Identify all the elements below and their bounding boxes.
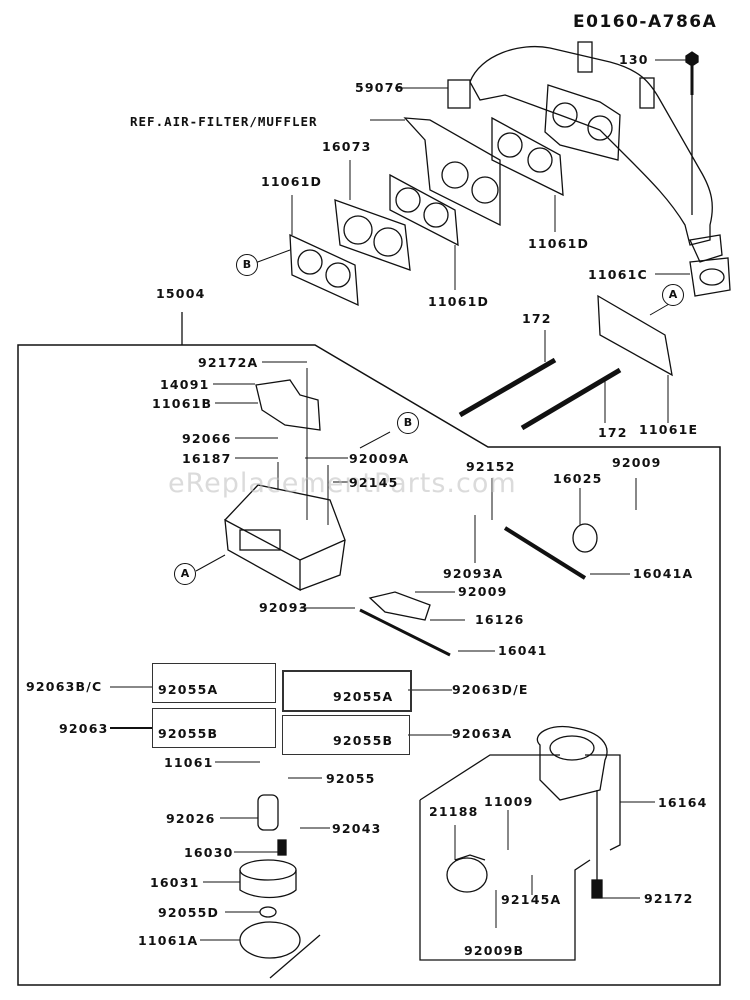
gasket-11061D-right bbox=[491, 116, 564, 197]
label-92009a: 92009A bbox=[349, 451, 410, 466]
label-16031: 16031 bbox=[150, 875, 200, 890]
label-11009: 11009 bbox=[484, 794, 534, 809]
label-16187: 16187 bbox=[182, 451, 232, 466]
label-11061d-mid: 11061D bbox=[428, 294, 490, 309]
label-172-bottom: 172 bbox=[598, 425, 628, 440]
diagram-code: E0160-A786A bbox=[573, 12, 718, 32]
label-11061e: 11061E bbox=[639, 422, 699, 437]
watermark: eReplacementParts.com bbox=[168, 468, 517, 499]
label-16126: 16126 bbox=[475, 612, 525, 627]
label-11061d-right: 11061D bbox=[528, 236, 590, 251]
cover-14091 bbox=[255, 379, 321, 431]
label-92093a: 92093A bbox=[443, 566, 504, 581]
label-92043: 92043 bbox=[332, 821, 382, 836]
label-11061c: 11061C bbox=[588, 267, 648, 282]
label-92055d: 92055D bbox=[158, 905, 220, 920]
gasket-11061C bbox=[689, 257, 731, 297]
label-15004: 15004 bbox=[156, 286, 206, 301]
float-16031 bbox=[239, 859, 297, 881]
label-92055b-left: 92055B bbox=[158, 726, 219, 741]
gasket-11061D-left bbox=[289, 233, 359, 307]
label-92026: 92026 bbox=[166, 811, 216, 826]
ref-marker-a-top: A bbox=[662, 284, 684, 306]
label-92055a-right: 92055A bbox=[333, 689, 394, 704]
label-92066: 92066 bbox=[182, 431, 232, 446]
heat-shield-plate bbox=[403, 117, 501, 227]
label-11061a: 11061A bbox=[138, 933, 199, 948]
label-92055b-right: 92055B bbox=[333, 733, 394, 748]
label-11061d-left: 11061D bbox=[261, 174, 323, 189]
label-16041: 16041 bbox=[498, 643, 548, 658]
label-92009b: 92009B bbox=[464, 943, 525, 958]
label-92172: 92172 bbox=[644, 891, 694, 906]
label-92152: 92152 bbox=[466, 459, 516, 474]
label-92145: 92145 bbox=[349, 475, 399, 490]
choke-shaft bbox=[503, 526, 587, 580]
label-92093: 92093 bbox=[259, 600, 309, 615]
label-172-top: 172 bbox=[522, 311, 552, 326]
label-92172a: 92172A bbox=[198, 355, 259, 370]
plate-16126 bbox=[368, 591, 431, 621]
kit-box-92063bc bbox=[152, 663, 276, 703]
label-11061b: 11061B bbox=[152, 396, 213, 411]
label-92009-top: 92009 bbox=[612, 455, 662, 470]
label-16030: 16030 bbox=[184, 845, 234, 860]
label-11061: 11061 bbox=[164, 755, 214, 770]
label-92055a-left: 92055A bbox=[158, 682, 219, 697]
gasket-11061E bbox=[597, 294, 673, 377]
label-130: 130 bbox=[619, 52, 649, 67]
label-21188: 21188 bbox=[429, 804, 479, 819]
ref-marker-b-left: B bbox=[236, 254, 258, 276]
ref-marker-b-mid: B bbox=[397, 412, 419, 434]
jet-92026 bbox=[257, 794, 279, 831]
reference-note: REF.AIR-FILTER/MUFFLER bbox=[130, 114, 318, 129]
gasket-11061A bbox=[239, 921, 301, 959]
solenoid-21188 bbox=[446, 857, 488, 893]
intake-manifold bbox=[447, 41, 723, 263]
float-bowl-16164 bbox=[419, 725, 621, 961]
label-16073: 16073 bbox=[322, 139, 372, 154]
gasket-11061D-mid bbox=[389, 173, 459, 247]
ref-marker-a-left: A bbox=[174, 563, 196, 585]
carburetor-body bbox=[224, 484, 346, 592]
kit-box-92063de bbox=[282, 670, 412, 712]
spacer-16073 bbox=[334, 199, 411, 271]
label-92063a: 92063A bbox=[452, 726, 513, 741]
bolt-130 bbox=[685, 51, 699, 215]
label-92055: 92055 bbox=[326, 771, 376, 786]
carburetor-frame bbox=[17, 344, 721, 986]
label-92145a: 92145A bbox=[501, 892, 562, 907]
label-59076: 59076 bbox=[355, 80, 405, 95]
label-92063bc: 92063B/C bbox=[26, 679, 103, 694]
label-92063: 92063 bbox=[59, 721, 109, 736]
label-16025: 16025 bbox=[553, 471, 603, 486]
label-16164: 16164 bbox=[658, 795, 708, 810]
label-92063de: 92063D/E bbox=[452, 682, 529, 697]
label-92009-mid: 92009 bbox=[458, 584, 508, 599]
kit-box-92063 bbox=[152, 708, 276, 748]
label-14091: 14091 bbox=[160, 377, 210, 392]
label-16041a: 16041A bbox=[633, 566, 694, 581]
kit-box-92063a bbox=[282, 715, 410, 755]
